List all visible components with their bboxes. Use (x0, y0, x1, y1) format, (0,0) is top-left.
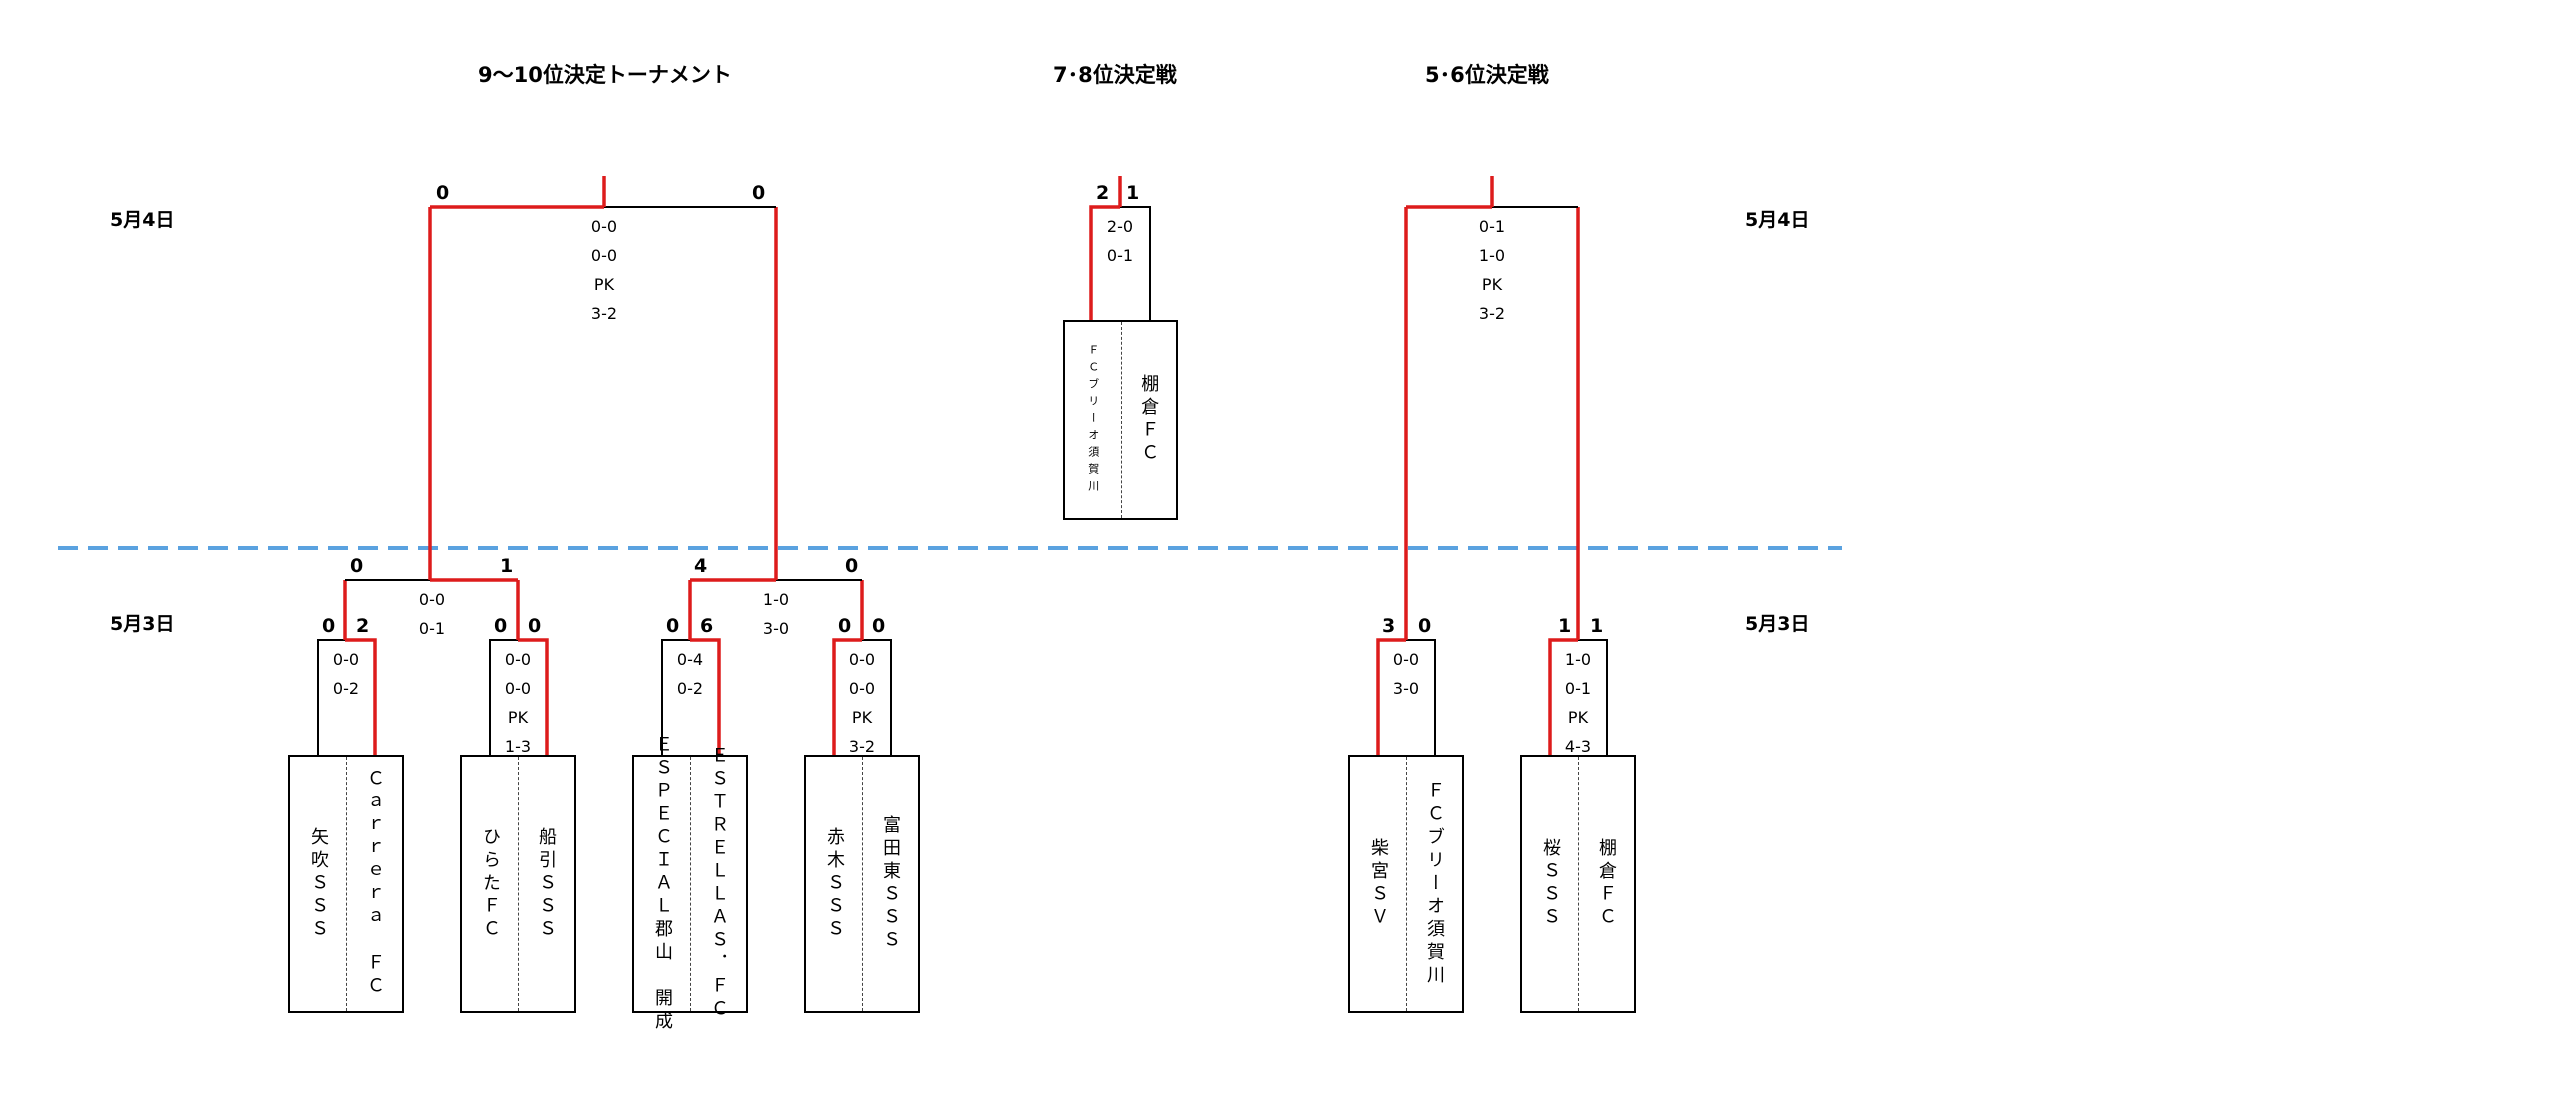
score-s2-b: 1 (1590, 615, 1604, 637)
score-semi-a-b: 1 (500, 555, 514, 577)
result-s1: 0-0 3-0 (1392, 650, 1420, 698)
team-box-m1: 矢吹ＳＳＳ Ｃａｒｒｅｒａ ＦＣ (288, 755, 404, 1013)
bracket-56 (1376, 176, 1608, 755)
team-box-m2: ひらたＦＣ 船引ＳＳＳ (460, 755, 576, 1013)
team-name: 棚倉ＦＣ (1138, 374, 1160, 466)
score-semi-a-a: 0 (350, 555, 364, 577)
score-m4-b: 0 (872, 615, 886, 637)
team-name: ＥＳＰＥＣＩＡＬ郡山 開成 (652, 734, 673, 1034)
result-semi-a: 0-0 0-1 (418, 590, 446, 638)
bracket-910 (317, 176, 892, 755)
team-box-m3: ＥＳＰＥＣＩＡＬ郡山 開成 ＥＳＴＲＥＬＬＡＳ．ＦＣ (632, 735, 748, 1034)
title-910: 9～10位決定トーナメント (478, 63, 732, 87)
score-s1-b: 0 (1418, 615, 1432, 637)
result-m3: 0-4 0-2 (676, 650, 704, 698)
date-day2-left: 5月4日 (110, 209, 175, 231)
team-box-m78: ＦＣブリーオ須賀川 棚倉ＦＣ (1063, 320, 1178, 520)
team-name: ひらたＦＣ (480, 826, 501, 942)
team-box-m4: 赤木ＳＳＳ 富田東ＳＳＳ (804, 755, 920, 1013)
result-m1: 0-0 0-2 (332, 650, 360, 698)
score-m1-a: 0 (322, 615, 336, 637)
bracket-78 (1089, 176, 1151, 320)
score-m78-b: 1 (1126, 182, 1140, 204)
title-78: 7･8位決定戦 (1053, 63, 1177, 87)
score-m2-b: 0 (528, 615, 542, 637)
score-m4-a: 0 (838, 615, 852, 637)
title-56: 5･6位決定戦 (1425, 63, 1549, 87)
team-name: ＦＣブリーオ須賀川 (1424, 780, 1445, 988)
result-final-56: 0-1 1-0 PK 3-2 (1478, 217, 1506, 323)
team-name: ＥＳＴＲＥＬＬＡＳ．ＦＣ (708, 746, 729, 1022)
team-name: 富田東ＳＳＳ (880, 815, 901, 953)
team-name: 赤木ＳＳＳ (824, 826, 845, 942)
score-m1-b: 2 (356, 615, 370, 637)
score-m78-a: 2 (1096, 182, 1110, 204)
score-m2-a: 0 (494, 615, 508, 637)
score-m3-a: 0 (666, 615, 680, 637)
team-name: 棚倉ＦＣ (1596, 838, 1617, 930)
team-name: ＦＣブリーオ須賀川 (1086, 343, 1100, 497)
team-name: 柴宮ＳＶ (1368, 838, 1389, 930)
score-semi-b-b: 0 (845, 555, 859, 577)
result-final-910: 0-0 0-0 PK 3-2 (590, 217, 618, 323)
team-box-s2: 桜ＳＳＳ 棚倉ＦＣ (1520, 755, 1636, 1013)
score-final-910-a: 0 (436, 182, 450, 204)
score-s2-a: 1 (1558, 615, 1572, 637)
date-day2-right: 5月4日 (1745, 209, 1810, 231)
result-s2: 1-0 0-1 PK 4-3 (1564, 650, 1592, 756)
score-semi-b-a: 4 (694, 555, 708, 577)
result-semi-b: 1-0 3-0 (762, 590, 790, 638)
team-name: 矢吹ＳＳＳ (308, 826, 329, 942)
team-name: Ｃａｒｒｅｒａ ＦＣ (364, 769, 385, 999)
result-m4: 0-0 0-0 PK 3-2 (848, 650, 876, 756)
result-m2: 0-0 0-0 PK 1-3 (504, 650, 532, 756)
date-day1-right: 5月3日 (1745, 613, 1810, 635)
date-day1-left: 5月3日 (110, 613, 175, 635)
score-s1-a: 3 (1382, 615, 1396, 637)
score-m3-b: 6 (700, 615, 714, 637)
team-box-s1: 柴宮ＳＶ ＦＣブリーオ須賀川 (1348, 755, 1464, 1013)
team-name: 船引ＳＳＳ (536, 826, 557, 942)
team-name: 桜ＳＳＳ (1540, 838, 1561, 930)
result-m78: 2-0 0-1 (1106, 217, 1134, 265)
score-final-910-b: 0 (752, 182, 766, 204)
